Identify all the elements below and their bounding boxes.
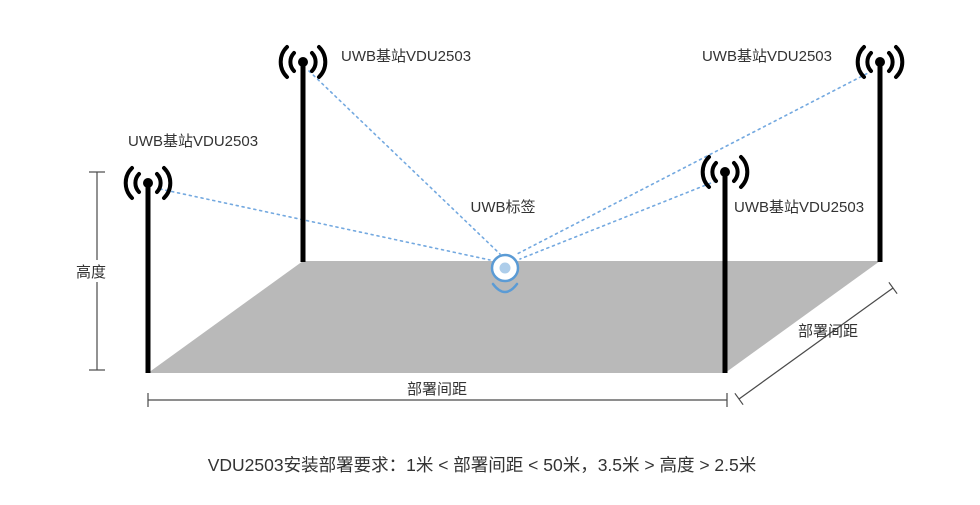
- requirement-text: VDU2503安装部署要求：1米 < 部署间距 < 50米，3.5米 > 高度 …: [208, 455, 757, 475]
- uwb-tag-label: UWB标签: [471, 199, 536, 216]
- spacing-label-right: 部署间距: [798, 323, 858, 340]
- station-label-back-left: UWB基站VDU2503: [341, 48, 471, 65]
- pin-tail: [491, 282, 519, 294]
- signal-link-line: [516, 70, 873, 255]
- signal-link-line: [308, 70, 501, 255]
- antenna-poles: [145, 62, 883, 373]
- station-label-front-right: UWB基站VDU2503: [734, 199, 864, 216]
- uwb-tag-pin-icon: [490, 253, 520, 294]
- spacing-dimension-bottom: 部署间距: [147, 381, 728, 407]
- pin-dot: [499, 262, 511, 274]
- signal-links: [159, 70, 873, 261]
- floor-plane: [148, 261, 880, 373]
- station-label-back-right: UWB基站VDU2503: [702, 48, 832, 65]
- spacing-label-bottom: 部署间距: [407, 381, 467, 398]
- station-label-front-left: UWB基站VDU2503: [128, 133, 258, 150]
- height-dimension: 高度: [72, 171, 110, 371]
- signal-link-line: [159, 188, 491, 261]
- height-label: 高度: [76, 264, 106, 281]
- spacing-dimension-right: 部署间距: [734, 281, 898, 406]
- signal-link-line: [519, 180, 717, 260]
